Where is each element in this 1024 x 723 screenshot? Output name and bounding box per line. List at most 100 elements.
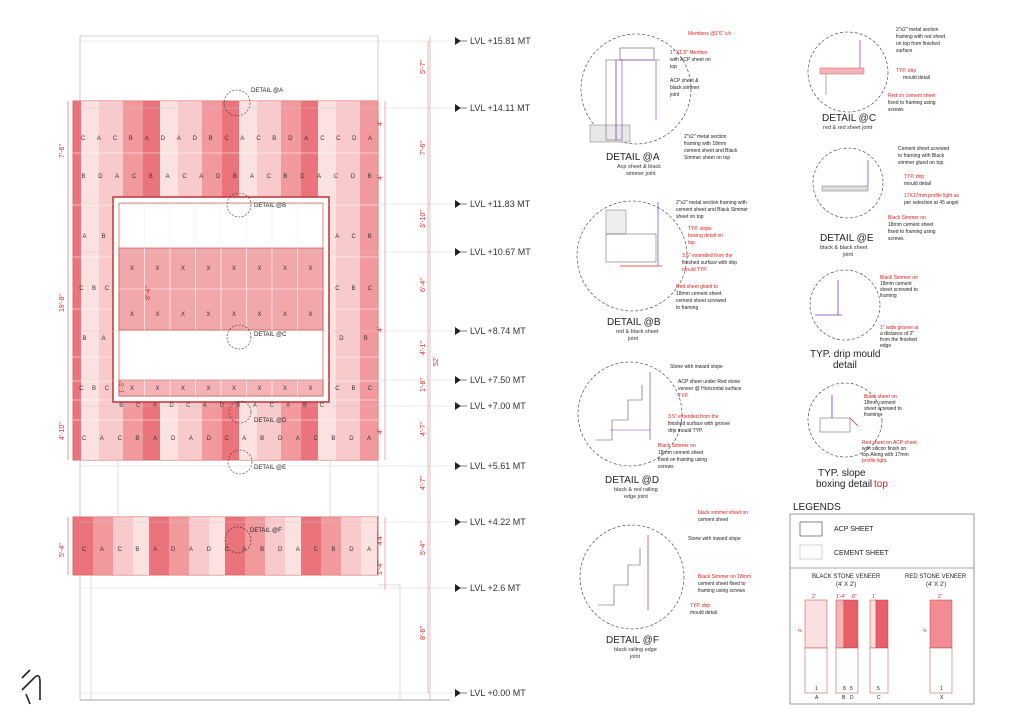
panel-label: A [296,547,300,553]
detail-e: Cement sheet screwed to framing with Bla… [812,146,960,258]
panel-label: C [336,136,341,142]
legend-num-8: 8 [843,686,846,692]
detail-tag-d[interactable]: DETAIL @D [254,418,287,424]
left-dim-3: 4'-10" [59,422,66,440]
detail-c-sub-1: red & red sheet joint [823,125,873,131]
detail-e-note-1: Cement sheet screwed [898,146,949,152]
cladding-stripe [133,517,139,575]
detail-tag-c[interactable]: DETAIL @C [254,332,287,338]
panel-label: C [314,436,319,442]
detail-b-note-7: 3.5" extended from the [682,253,733,259]
panel-label-x: X [207,386,211,392]
right-dim: 4'-1" [420,341,427,355]
legend-type-d: D [850,695,854,701]
detail-c-title: DETAIL @C [822,113,876,124]
left-dim-2: 19'-8" [59,294,66,312]
level-marker-icon [455,327,461,335]
level-label: LVL +15.81 MT [470,36,531,46]
panel-label-x: X [156,312,160,318]
panel-label: B [83,336,87,342]
slope-title-3: top [874,479,888,490]
cladding-stripe [349,517,361,575]
lower-cladding-panels [73,517,378,575]
right-dim: 3'-10" [420,210,427,228]
panel-label: A [102,336,106,342]
panel-label: A [153,436,157,442]
mid-dim-2: 1'-5" [120,381,126,393]
detail-b-sub-2: joint [627,336,639,342]
detail-d-note-6: finished surface with groove [668,421,730,427]
cladding-stripe [176,517,189,575]
level-label: LVL +2.6 MT [470,583,521,593]
drip-note-3: sheet screwed to [880,287,918,293]
panel-label: D [352,136,357,142]
detail-tag-b[interactable]: DETAIL @B [254,203,286,209]
cladding-stripe [93,101,99,460]
legend-type-b: B [842,695,846,701]
detail-c-note-4: surface [896,48,913,54]
cladding-stripe [149,517,158,575]
panel-label: B [260,547,264,553]
cladding-stripe [99,101,113,460]
panel-label: C [82,436,87,442]
cladding-stripe [252,517,265,575]
panel-label-x: X [156,386,160,392]
detail-tag-e[interactable]: DETAIL @E [254,465,286,471]
panel-label: B [92,286,96,292]
panel-label: A [153,547,157,553]
panel-label-x: X [130,312,134,318]
panel-label: B [368,234,372,240]
cladding-stripe [330,101,336,460]
panel-label: B [149,174,153,180]
drip-note-6: a distance of 2" [880,331,915,337]
panel-label: C [368,286,373,292]
detail-callouts [223,89,253,554]
detail-c-note-5: TYP. drip [896,68,916,74]
detail-e-sub-1: black & black sheet [820,245,868,251]
panel-label-x: X [181,266,185,272]
detail-d-note-3: veneer @ Horizontal surface [678,386,742,392]
detail-c-note-1: 2"x2" metal section [896,27,939,33]
cladding-stripe [265,517,273,575]
detail-d-title: DETAIL @D [605,475,659,486]
level-label: LVL +10.67 MT [470,247,531,257]
detail-c-note-2: framing with red sheet [896,34,946,40]
cladding-stripe [225,517,234,575]
detail-c-note-7: Red on cement sheet [888,93,936,99]
detail-tag-f[interactable]: DETAIL @F [250,528,282,534]
detail-e-sub-2: joint [842,252,854,258]
cladding-stripe [321,517,328,575]
cladding-stripe [215,517,225,575]
panel-label: B [129,136,133,142]
detail-d-note-9: 18mm cement sheet [658,450,704,456]
right-dim: 1'-4" [377,561,384,575]
detail-f-note-8: mould detail [690,610,717,616]
panel-label-x: X [283,312,287,318]
legend-type-a: A [815,695,819,701]
cladding-stripe [291,517,301,575]
cladding-stripe [139,517,149,575]
detail-b-note-6: top [688,240,695,246]
panel-label-x: X [156,266,160,272]
panel-label: D [171,547,176,553]
detail-f-sub-2: joint [629,654,641,660]
level-label: LVL +7.50 MT [470,375,526,385]
panel-label: A [242,436,246,442]
detail-tag-a[interactable]: DETAIL @A [251,88,283,94]
panel-label: C [79,386,84,392]
drip-note-8: edge [880,343,891,349]
panel-label-x: X [258,266,262,272]
left-dim-1: 7'-6" [59,144,66,158]
panel-label: C [225,547,230,553]
panel-label: A [100,547,104,553]
panel-label: B [331,547,335,553]
slope-note-5: Red sheet on ACP sheet, [862,440,918,446]
level-label: LVL +8.74 MT [470,326,526,336]
cladding-stripe [189,517,197,575]
panel-label: C [182,174,187,180]
detail-d-note-10: fixed on framing using [658,457,707,463]
slope-note-2: 18mm cement [864,400,896,406]
detail-e-note-11: screws [888,236,904,242]
detail-e-note-7: per selection at 45 angel [904,200,958,206]
